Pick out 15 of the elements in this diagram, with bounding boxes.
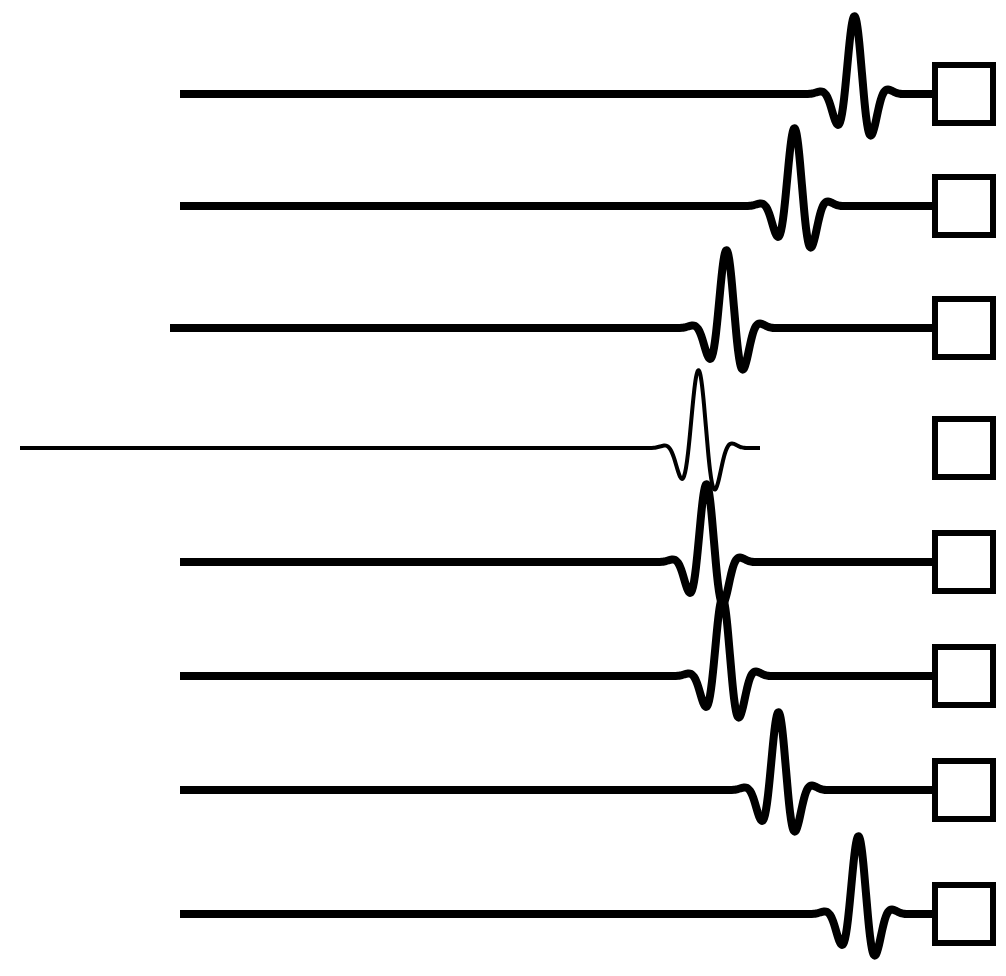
- waveform-trace: [180, 480, 932, 608]
- square-box: [932, 296, 996, 360]
- square-box: [932, 62, 996, 126]
- waveform-trace: [170, 246, 932, 374]
- waveform-trace: [180, 594, 932, 722]
- waveform-trace: [180, 12, 932, 140]
- waveform-trace: [180, 832, 933, 960]
- square-box: [932, 416, 996, 480]
- square-box: [932, 882, 996, 946]
- square-box: [932, 174, 996, 238]
- square-box: [932, 758, 996, 822]
- waveform-trace: [180, 124, 932, 252]
- square-box: [932, 644, 996, 708]
- waveform-trace: [180, 708, 932, 836]
- square-box: [932, 530, 996, 594]
